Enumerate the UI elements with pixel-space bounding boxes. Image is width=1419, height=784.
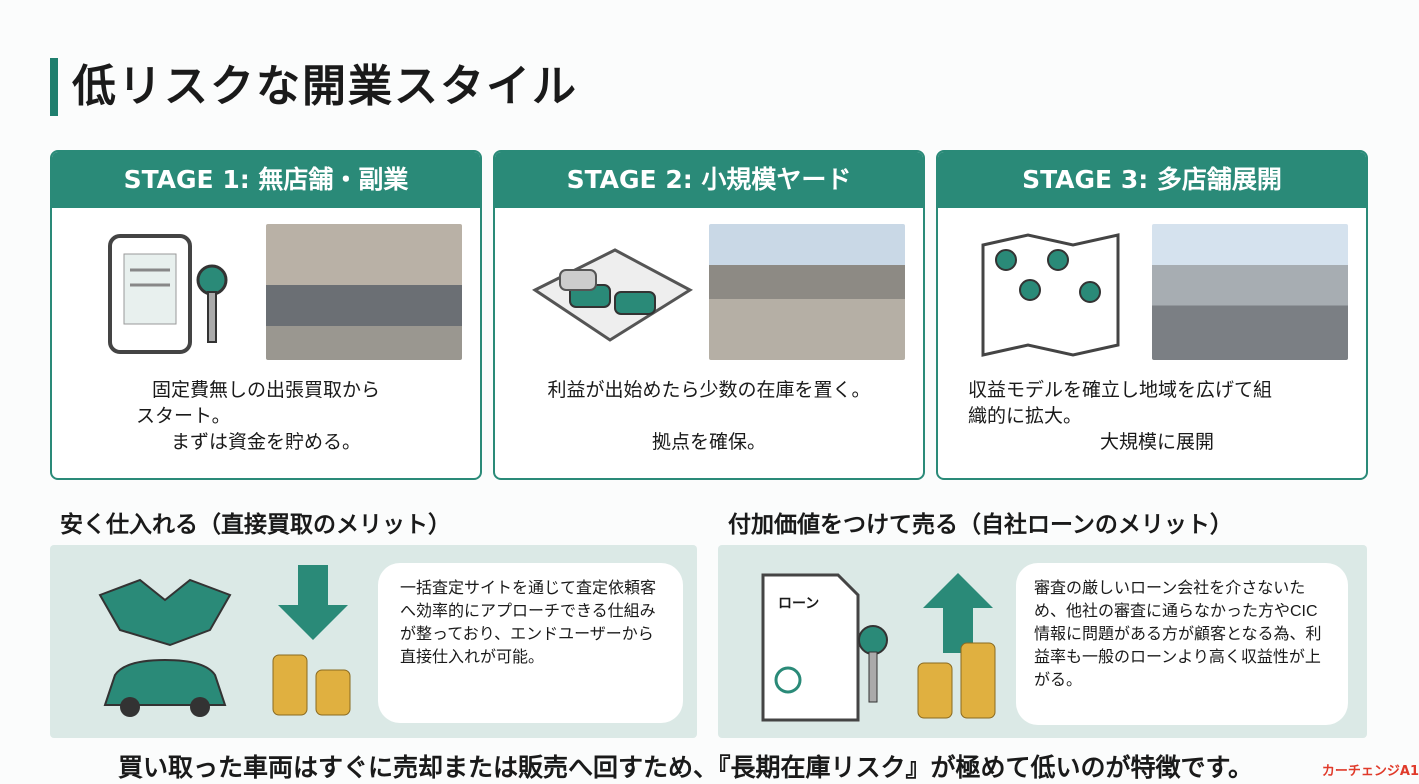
merit-heading: 安く仕入れる（直接買取のメリット） <box>60 512 451 538</box>
stage-header: STAGE 2: 小規模ヤード <box>495 152 923 208</box>
company-logo: カーチェンジA1 <box>1321 764 1419 779</box>
desc-line: 拠点を確保。 <box>651 431 766 453</box>
desc-line: 大規模に展開 <box>1099 431 1214 453</box>
desc-line: 固定費無しの出張買取から <box>151 379 380 401</box>
desc-line <box>515 403 903 429</box>
stage-description: 固定費無しの出張買取からスタート。まずは資金を貯める。 <box>72 377 460 455</box>
arrow-down-and-coins-icon <box>272 565 351 716</box>
stage-description: 収益モデルを確立し地域を広げて組織的に拡大。大規模に展開 <box>968 377 1346 455</box>
stage-3-card: STAGE 3: 多店舗展開 収益モデルを確立し地域を広げて組織的に拡大。大規模… <box>936 150 1368 480</box>
merit-panel-direct-purchase: 一括査定サイトを通じて査定依頼客へ効率的にアプローチできる仕組みが整っており、エ… <box>50 545 697 738</box>
loan-document-with-key-icon <box>761 573 888 722</box>
stage-header: STAGE 1: 無店舗・副業 <box>52 152 480 208</box>
desc-line: 織的に拡大。 <box>968 405 1083 427</box>
large-dealership-photo <box>1152 224 1348 360</box>
page-title: 低リスクな開業スタイル <box>50 58 578 116</box>
desc-line: まずは資金を貯める。 <box>170 431 361 453</box>
stage-2-card: STAGE 2: 小規模ヤード 利益が出始めたら少数の在庫を置く。拠点を確保。 <box>493 150 925 480</box>
merit-description: 一括査定サイトを通じて査定依頼客へ効率的にアプローチできる仕組みが整っており、エ… <box>378 563 683 723</box>
footer-summary: 買い取った車両はすぐに売却または販売へ回すため、『長期在庫リスク』が極めて低いの… <box>118 753 1254 782</box>
desc-line: スタート。 <box>136 405 231 427</box>
tablet-with-key-icon <box>108 234 228 354</box>
small-car-yard-photo <box>709 224 905 360</box>
merit-heading: 付加価値をつけて売る（自社ローンのメリット） <box>728 512 1233 538</box>
desc-line: 収益モデルを確立し地域を広げて組 <box>968 379 1273 401</box>
loan-document-label: ローン <box>778 596 820 612</box>
handshake-and-car-icon <box>98 578 232 717</box>
salesman-with-car-photo <box>266 224 462 360</box>
stage-header: STAGE 3: 多店舗展開 <box>938 152 1366 208</box>
stage-description: 利益が出始めたら少数の在庫を置く。拠点を確保。 <box>515 377 903 455</box>
map-with-pins-icon <box>981 233 1120 357</box>
stage-1-card: STAGE 1: 無店舗・副業 固定費無しの出張買取からスタート。まずは資金を貯… <box>50 150 482 480</box>
desc-line: 利益が出始めたら少数の在庫を置く。 <box>547 379 871 401</box>
fenced-parking-yard-icon <box>532 248 693 342</box>
arrow-up-and-coins-icon <box>917 573 996 719</box>
merit-panel-in-house-loan: ローン 審査の厳しいローン会社を介さないため、他社の審査に通らなかった方やCIC… <box>718 545 1367 738</box>
merit-description: 審査の厳しいローン会社を介さないため、他社の審査に通らなかった方やCIC情報に問… <box>1016 563 1348 725</box>
